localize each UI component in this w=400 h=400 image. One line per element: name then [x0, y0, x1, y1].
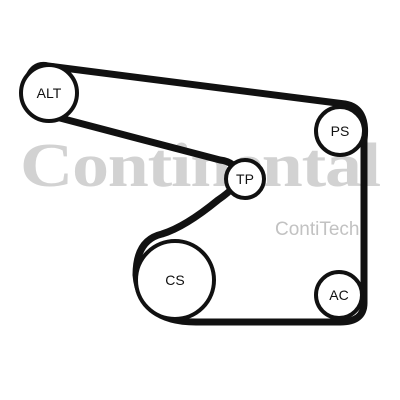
- pulley-ac-label: AC: [329, 287, 348, 303]
- sub-brand-watermark: ContiTech: [275, 219, 360, 240]
- pulley-ac: AC: [314, 270, 364, 320]
- pulley-ps: PS: [314, 105, 366, 157]
- pulley-tp-label: TP: [236, 171, 254, 187]
- pulley-tp: TP: [224, 158, 266, 200]
- pulley-alt: ALT: [19, 63, 79, 123]
- pulley-alt-label: ALT: [37, 85, 62, 101]
- pulley-ps-label: PS: [331, 123, 350, 139]
- pulley-cs-label: CS: [165, 272, 184, 288]
- pulley-cs: CS: [134, 239, 216, 321]
